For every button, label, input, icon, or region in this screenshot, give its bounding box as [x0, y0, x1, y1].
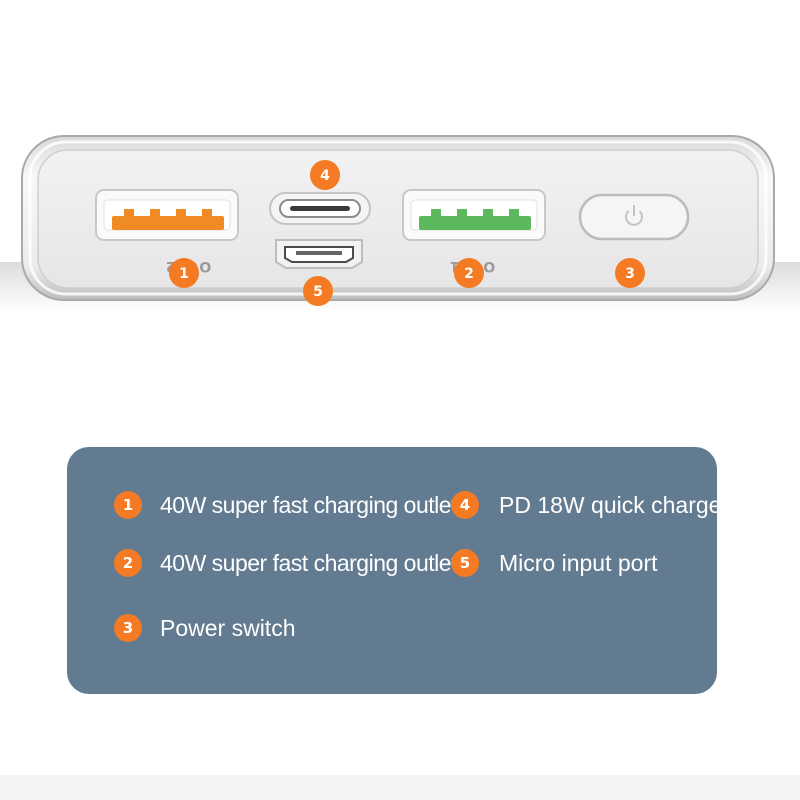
port-face: [37, 149, 759, 289]
legend-badge-1: 1: [114, 491, 142, 519]
legend-text-2: 40W super fast charging outlet: [160, 549, 457, 576]
legend-item-5: 5 Micro input port: [451, 549, 658, 577]
legend-text-3: Power switch: [160, 614, 296, 641]
badge-3: 3: [615, 258, 645, 288]
legend-item-3: 3 Power switch: [114, 614, 295, 642]
svg-text:2: 2: [464, 266, 474, 282]
legend-text-5: Micro input port: [499, 549, 658, 576]
legend-item-1: 1 40W super fast charging outlet: [114, 491, 457, 519]
legend-panel: 1 40W super fast charging outlet 2 40W s…: [67, 447, 721, 694]
legend-badge-4: 4: [451, 491, 479, 519]
power-bank-photo: OUT2 OUT1: [0, 0, 800, 330]
svg-text:4: 4: [320, 168, 330, 184]
legend-badge-3: 3: [114, 614, 142, 642]
usb-c-port: [269, 192, 371, 225]
badge-4: 4: [310, 160, 340, 190]
svg-text:3: 3: [625, 266, 635, 282]
legend-badge-2: 2: [114, 549, 142, 577]
badge-1: 1: [169, 258, 199, 288]
usb-out2-port: [95, 189, 239, 241]
badge-2: 2: [454, 258, 484, 288]
legend-item-2: 2 40W super fast charging outlet: [114, 549, 457, 577]
power-bank-illustration: OUT2 OUT1: [0, 135, 800, 312]
svg-text:5: 5: [313, 284, 323, 300]
legend-text-1: 40W super fast charging outlet: [160, 491, 457, 518]
usb-out1-port: [402, 189, 546, 241]
badge-5: 5: [303, 276, 333, 306]
svg-text:1: 1: [179, 266, 189, 282]
power-button: [578, 193, 690, 241]
power-icon: [625, 205, 643, 226]
micro-usb-port: [275, 239, 363, 269]
legend-text-4: PD 18W quick charge: [499, 491, 722, 518]
bottom-strip: [0, 775, 800, 800]
legend-item-4: 4 PD 18W quick charge: [451, 491, 721, 519]
legend-badge-5: 5: [451, 549, 479, 577]
